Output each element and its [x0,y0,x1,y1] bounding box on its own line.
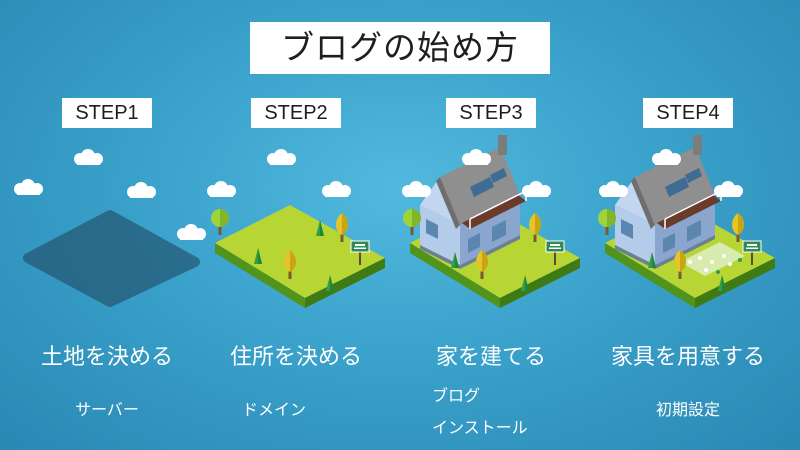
cloud-icon [127,182,156,198]
step1-main-text: 土地を決める [40,345,173,370]
step2-illustration [177,149,385,308]
step4-illustration [598,134,775,308]
cloud-icon [207,181,236,197]
step3-label: STEP3 [446,98,536,128]
step1-illustration [14,149,200,307]
cloud-icon [267,149,296,165]
step1-label: STEP1 [62,98,152,128]
step3-illustration [402,134,580,308]
cloud-icon [652,149,681,165]
step2-label: STEP2 [251,98,341,128]
cloud-icon [402,181,431,197]
cloud-icon [74,149,103,165]
step4-label: STEP4 [643,98,733,128]
cloud-icon [522,181,551,197]
step2-main-text: 住所を決める [229,345,362,370]
step2-sub-text: ドメイン [241,400,306,419]
page-title: ブログの始め方 [250,22,550,74]
cloud-icon [462,149,491,165]
cloud-icon [14,179,43,195]
step3-sub-text-line1: ブログ [432,386,481,405]
cloud-icon [177,224,206,240]
step4-sub-text: 初期設定 [655,400,720,419]
step3-main-text: 家を建てる [435,345,546,370]
cloud-icon [599,181,628,197]
cloud-icon [322,181,351,197]
step3-sub-text-line2: インストール [432,418,528,437]
step4-main-text: 家具を用意する [610,345,765,370]
cloud-icon [714,181,743,197]
step1-sub-text: サーバー [75,400,139,419]
